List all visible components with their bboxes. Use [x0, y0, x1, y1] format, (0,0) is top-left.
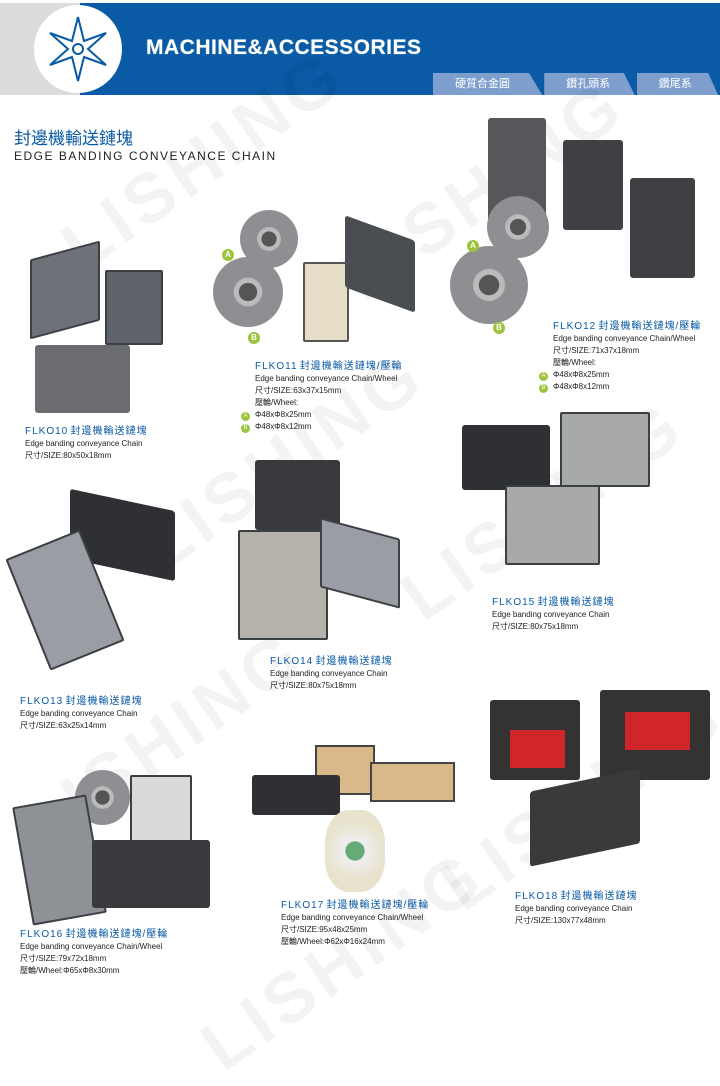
- badge-b-icon: B: [539, 384, 548, 393]
- product-size: 尺寸/SIZE:63x25x14mm: [20, 721, 107, 730]
- category-tabs: 硬質合金圓鋸片 鑽孔頭系列 鑽尾系列: [433, 73, 720, 95]
- product-flko14: FLKO14 封邊機輸送鏈塊 Edge banding conveyance C…: [270, 655, 392, 692]
- product-name: 封邊機輸送鏈塊/壓輪: [326, 900, 430, 911]
- product-size: 尺寸/SIZE:95x48x25mm: [281, 925, 368, 934]
- product-size: 尺寸/SIZE:130x77x48mm: [515, 916, 606, 925]
- brand-title: MACHINE&ACCESSORIES: [146, 36, 422, 59]
- product-code: FLKO13: [20, 696, 64, 707]
- product-title: FLKO12 封邊機輸送鏈塊/壓輪: [553, 320, 701, 333]
- product-flko15: FLKO15 封邊機輸送鏈塊 Edge banding conveyance C…: [492, 596, 614, 633]
- product-desc: Edge banding conveyance Chain: [270, 669, 388, 678]
- product-name: 封邊機輸送鏈塊: [70, 426, 148, 437]
- product-flko12: FLKO12 封邊機輸送鏈塊/壓輪 Edge banding conveyanc…: [539, 320, 701, 393]
- callout-a: A: [222, 249, 234, 261]
- logo: [34, 5, 122, 93]
- wheel-label: 壓輪/Wheel:: [255, 398, 299, 407]
- page-title-cn: 封邊機輸送鏈塊: [14, 129, 133, 148]
- product-flko18: FLKO18 封邊機輸送鏈塊 Edge banding conveyance C…: [515, 890, 637, 927]
- product-size: 尺寸/SIZE:71x37x18mm: [553, 346, 640, 355]
- product-title: FLKO16 封邊機輸送鏈塊/壓輪: [20, 928, 168, 941]
- product-title: FLKO15 封邊機輸送鏈塊: [492, 596, 614, 609]
- badge-a-icon: A: [241, 412, 250, 421]
- product-name: 封邊機輸送鏈塊/壓輪: [65, 929, 169, 940]
- product-flko17: FLKO17 封邊機輸送鏈塊/壓輪 Edge banding conveyanc…: [281, 899, 429, 948]
- product-code: FLKO14: [270, 656, 314, 667]
- product-size: 尺寸/SIZE:79x72x18mm: [20, 954, 107, 963]
- product-desc: Edge banding conveyance Chain/Wheel: [281, 913, 424, 922]
- product-flko13: FLKO13 封邊機輸送鏈塊 Edge banding conveyance C…: [20, 695, 142, 732]
- callout-a: A: [467, 240, 479, 252]
- product-desc: Edge banding conveyance Chain: [25, 439, 143, 448]
- product-flko11: FLKO11 封邊機輸送鏈塊/壓輪 Edge banding conveyanc…: [241, 360, 403, 433]
- product-title: FLKO14 封邊機輸送鏈塊: [270, 655, 392, 668]
- product-wheel: 壓輪/Wheel:Φ65xΦ8x30mm: [20, 966, 120, 975]
- product-name: 封邊機輸送鏈塊: [537, 597, 615, 608]
- tab-drill-head[interactable]: 鑽孔頭系列: [544, 73, 635, 95]
- product-title: FLKO11 封邊機輸送鏈塊/壓輪: [255, 360, 403, 373]
- product-code: FLKO18: [515, 891, 559, 902]
- product-code: FLKO10: [25, 426, 69, 437]
- product-code: FLKO17: [281, 900, 325, 911]
- badge-a-icon: A: [539, 372, 548, 381]
- product-code: FLKO11: [255, 361, 298, 372]
- product-title: FLKO10 封邊機輸送鏈塊: [25, 425, 147, 438]
- star-logo-icon: [49, 16, 107, 82]
- product-desc: Edge banding conveyance Chain/Wheel: [553, 334, 696, 343]
- product-name: 封邊機輸送鏈塊/壓輪: [598, 321, 702, 332]
- product-name: 封邊機輸送鏈塊/壓輪: [299, 361, 403, 372]
- product-code: FLKO16: [20, 929, 64, 940]
- product-size: 尺寸/SIZE:63x37x15mm: [255, 386, 342, 395]
- product-code: FLKO15: [492, 597, 536, 608]
- product-name: 封邊機輸送鏈塊: [65, 696, 143, 707]
- product-name: 封邊機輸送鏈塊: [315, 656, 393, 667]
- product-name: 封邊機輸送鏈塊: [560, 891, 638, 902]
- product-size: 尺寸/SIZE:80x75x18mm: [492, 622, 579, 631]
- product-flko10: FLKO10 封邊機輸送鏈塊 Edge banding conveyance C…: [25, 425, 147, 462]
- callout-b: B: [493, 322, 505, 334]
- product-desc: Edge banding conveyance Chain: [515, 904, 633, 913]
- product-title: FLKO17 封邊機輸送鏈塊/壓輪: [281, 899, 429, 912]
- product-code: FLKO12: [553, 321, 597, 332]
- product-wheel: 壓輪/Wheel:Φ62xΦ16x24mm: [281, 937, 385, 946]
- product-flko16: FLKO16 封邊機輸送鏈塊/壓輪 Edge banding conveyanc…: [20, 928, 168, 977]
- product-size: 尺寸/SIZE:80x50x18mm: [25, 451, 112, 460]
- callout-b: B: [248, 332, 260, 344]
- tab-drill-bit[interactable]: 鑽尾系列: [636, 73, 718, 95]
- product-desc: Edge banding conveyance Chain/Wheel: [20, 942, 163, 951]
- product-title: FLKO18 封邊機輸送鏈塊: [515, 890, 637, 903]
- product-size: 尺寸/SIZE:80x75x18mm: [270, 681, 357, 690]
- product-desc: Edge banding conveyance Chain: [492, 610, 610, 619]
- product-title: FLKO13 封邊機輸送鏈塊: [20, 695, 142, 708]
- wheel-label: 壓輪/Wheel:: [553, 358, 597, 367]
- page-title-en: EDGE BANDING CONVEYANCE CHAIN: [14, 149, 277, 163]
- product-desc: Edge banding conveyance Chain: [20, 709, 138, 718]
- product-desc: Edge banding conveyance Chain/Wheel: [255, 374, 398, 383]
- badge-b-icon: B: [241, 424, 250, 433]
- tab-carbide-saw[interactable]: 硬質合金圓鋸片: [433, 73, 543, 95]
